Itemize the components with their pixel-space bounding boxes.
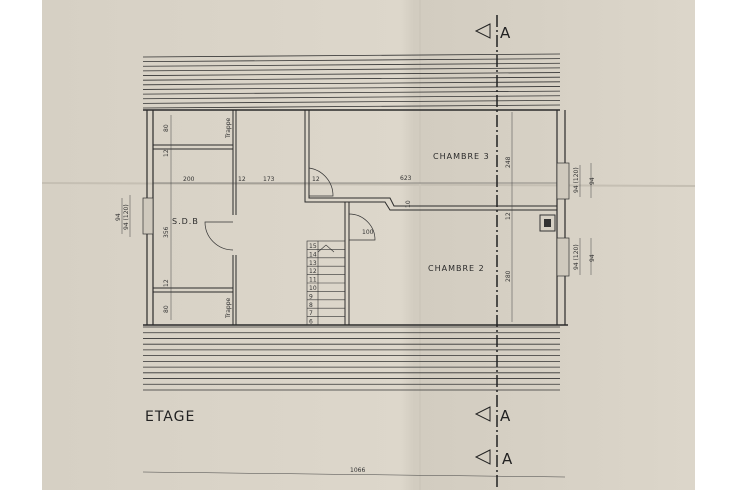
svg-text:12: 12 [312,176,320,183]
svg-text:94: 94 [115,213,122,221]
svg-text:94 (120): 94 (120) [573,244,580,270]
svg-text:200: 200 [183,176,195,183]
section-label: A [500,407,511,425]
section-arrow-icons [474,23,491,465]
svg-text:80: 80 [163,124,170,132]
hatch-line [142,81,561,86]
stair-step-label: 10 [309,285,317,292]
roof-hatch-bottom [143,326,560,391]
svg-text:12: 12 [505,212,512,220]
stair-step-label: 7 [309,310,313,317]
hatch-line [142,104,561,109]
svg-text:248: 248 [505,156,512,168]
stairs [306,240,346,326]
hatch-line [142,76,561,81]
section-label: A [502,450,513,468]
dimension-texts: 80 12 200 12 173 12 623 10 356 12 80 100… [115,124,596,474]
room-label-bath: S.D.B [172,217,199,226]
doors [204,167,376,251]
hatch-line [142,99,561,104]
svg-text:623: 623 [400,175,412,182]
svg-text:100: 100 [362,229,374,236]
hatch-line [142,58,561,63]
svg-text:1066: 1066 [350,467,365,474]
floor-title: ETAGE [145,409,195,425]
svg-text:12: 12 [163,149,170,157]
svg-text:12: 12 [238,176,246,183]
svg-text:280: 280 [505,270,512,282]
svg-text:173: 173 [263,176,275,183]
stair-step-label: 6 [309,319,313,326]
stair-step-label: 13 [309,260,317,267]
svg-text:94 (120): 94 (120) [123,204,130,230]
hatch-line [142,62,561,67]
svg-text:12: 12 [163,279,170,287]
hatch-line [142,67,561,72]
svg-text:356: 356 [163,226,170,238]
hatch-line [142,90,561,95]
hatch-line [142,72,561,76]
chimney-flue [544,219,551,227]
roof-hatch-top [142,53,561,109]
stair-step-label: 14 [309,251,317,258]
section-label: A [500,24,511,42]
hatch-line [142,95,561,100]
svg-text:94: 94 [589,177,596,185]
stair-step-label: 15 [309,243,317,250]
hatch-label: Trappe [225,117,232,139]
svg-text:10: 10 [405,200,412,208]
svg-text:94 (120): 94 (120) [573,167,580,193]
hatch-line [142,86,561,90]
chimney [539,214,556,232]
stair-step-label: 12 [309,268,317,275]
dimension-lines [121,112,592,478]
paper-sheet [42,0,695,490]
stair-step-label: 9 [309,293,313,300]
room-label-bedroom-3: CHAMBRE 3 [433,152,490,161]
stair-step-label: 11 [309,277,317,284]
fold-line [41,182,696,187]
stair-step-label: 8 [309,302,313,309]
room-label-bedroom-2: CHAMBRE 2 [428,264,485,273]
svg-text:80: 80 [163,305,170,313]
hatch-line [142,53,561,58]
windows [142,162,570,277]
svg-text:94: 94 [589,254,596,262]
hatch-label: Trappe [225,297,232,319]
